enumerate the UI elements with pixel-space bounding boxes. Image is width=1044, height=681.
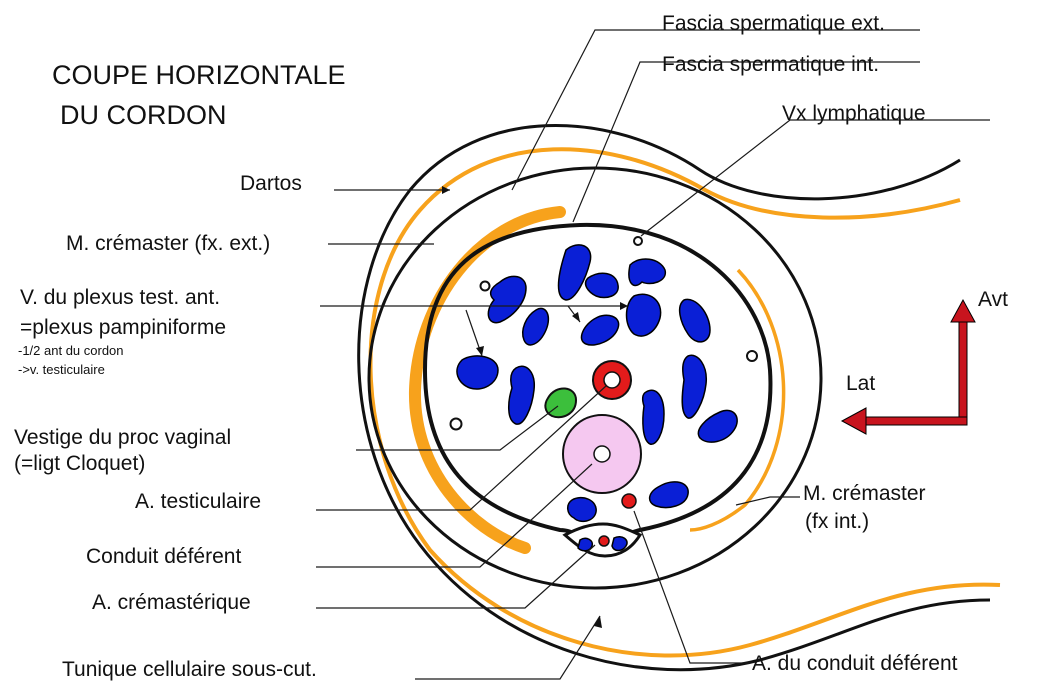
lymph-vessel xyxy=(451,419,462,430)
vein xyxy=(698,410,737,442)
label-a-cremasterique: A. crémastérique xyxy=(92,591,251,614)
label-vx-lymphatique: Vx lymphatique xyxy=(782,102,926,125)
testicular-artery-lumen xyxy=(604,372,620,388)
vein xyxy=(523,308,549,345)
vein xyxy=(680,299,710,341)
label-conduit-deferent: Conduit déférent xyxy=(86,545,241,568)
label-m-cremaster-int-line1: M. crémaster xyxy=(803,482,926,505)
label-v-plexus-note2: ->v. testiculaire xyxy=(18,362,105,377)
label-tunique: Tunique cellulaire sous-cut. xyxy=(62,658,317,681)
pampiniform-veins xyxy=(457,245,737,551)
vein xyxy=(682,355,706,418)
label-a-conduit-deferent: A. du conduit déférent xyxy=(752,652,958,675)
cremasteric-artery xyxy=(599,536,609,546)
label-m-cremaster-ext: M. crémaster (fx. ext.) xyxy=(66,232,270,255)
vas-deferens-lumen xyxy=(594,446,610,462)
vein xyxy=(581,315,618,345)
label-vestige-line1: Vestige du proc vaginal xyxy=(14,426,231,449)
lymph-vessel xyxy=(481,282,490,291)
vein xyxy=(612,537,627,551)
diagram-title-line2: DU CORDON xyxy=(60,100,227,130)
arrow-up-head xyxy=(951,300,975,322)
vein xyxy=(559,245,591,300)
label-v-plexus-line1: V. du plexus test. ant. xyxy=(20,286,220,309)
label-vestige-line2: (=ligt Cloquet) xyxy=(14,452,145,475)
label-v-plexus-line2: =plexus pampiniforme xyxy=(20,316,226,339)
label-fascia-ext: Fascia spermatique ext. xyxy=(662,12,885,35)
vein xyxy=(650,482,689,508)
vein xyxy=(488,276,526,322)
label-fascia-int: Fascia spermatique int. xyxy=(662,53,879,76)
vein xyxy=(643,390,664,444)
label-dartos: Dartos xyxy=(240,172,302,195)
label-v-plexus-note1: -1/2 ant du cordon xyxy=(18,343,124,358)
label-m-cremaster-int-line2: (fx int.) xyxy=(805,510,869,533)
skin-outline xyxy=(359,125,990,669)
vein xyxy=(627,294,661,336)
label-a-testiculaire: A. testiculaire xyxy=(135,490,261,513)
deferential-artery xyxy=(622,494,636,508)
vaginal-process-vestige xyxy=(545,388,576,417)
vein xyxy=(586,273,619,297)
orientation-arrows xyxy=(842,300,975,434)
lymph-vessel xyxy=(747,351,757,361)
vein xyxy=(629,259,665,285)
lymph-vessel xyxy=(634,237,642,245)
label-avt: Avt xyxy=(978,288,1008,311)
vein xyxy=(457,356,498,389)
diagram-title-line1: COUPE HORIZONTALE xyxy=(52,60,346,90)
arrow-left-head xyxy=(842,408,866,434)
vein xyxy=(568,498,596,522)
label-lat: Lat xyxy=(846,372,875,395)
vein xyxy=(509,366,535,424)
